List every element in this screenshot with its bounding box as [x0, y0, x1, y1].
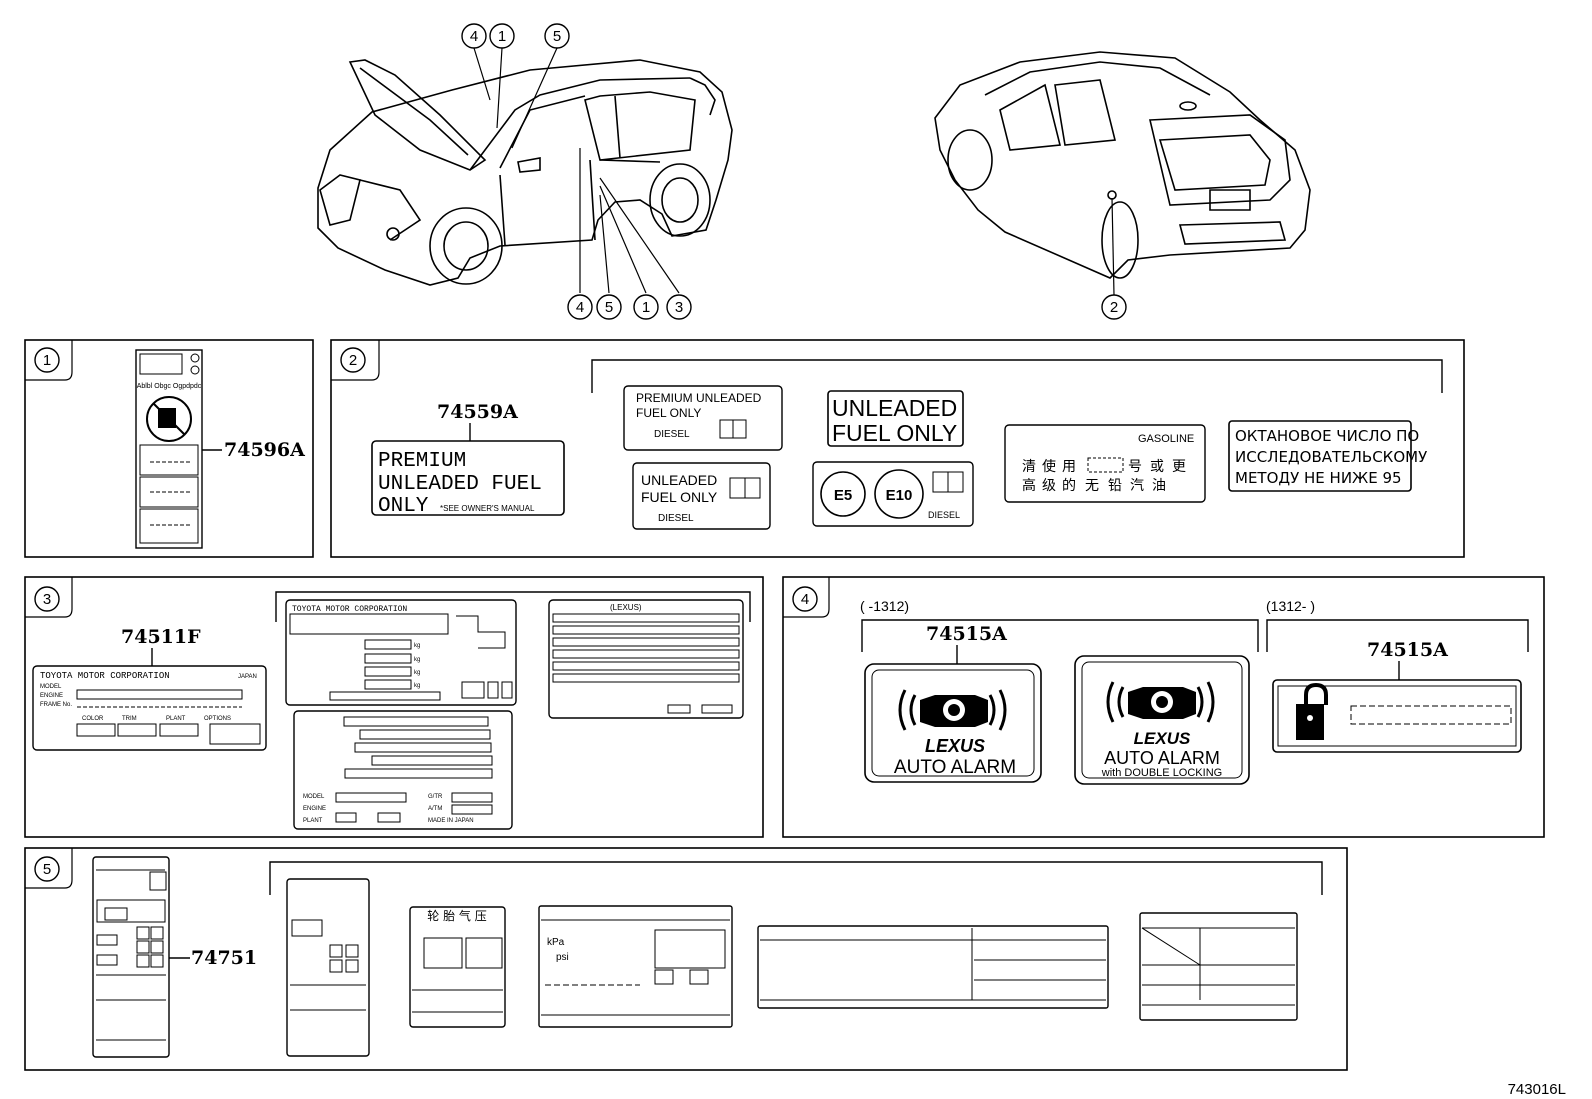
premium-label-line3: ONLY: [378, 495, 429, 518]
ru-line1: ОКТАНОВОЕ ЧИСЛО ПО: [1235, 427, 1419, 445]
plate-col: PLANT: [166, 716, 186, 722]
cn-char: 无: [1085, 478, 1099, 494]
panel-2-callout: 2: [349, 352, 357, 369]
premium-label-note: *SEE OWNER'S MANUAL: [440, 504, 535, 513]
cn-char: 用: [1062, 459, 1076, 475]
e-label-diesel: DIESEL: [928, 510, 960, 520]
cn-char: 油: [1152, 478, 1166, 494]
plate3-right: G/TR: [428, 794, 443, 800]
plate-japan: JAPAN: [238, 674, 257, 680]
premium-unleaded-line2: FUEL ONLY: [636, 406, 701, 420]
front-callout-lines: [473, 47, 680, 294]
brand-lexus-2: LEXUS: [1134, 729, 1191, 748]
plate3-row: MODEL: [303, 794, 325, 800]
unleaded-label-line1: UNLEADED: [641, 472, 717, 488]
plate-row: FRAME No.: [40, 702, 72, 708]
cn-char: 级: [1042, 478, 1056, 494]
cn-char: 的: [1062, 478, 1076, 494]
ru-line3: МЕТОДУ НЕ НИЖЕ 95: [1235, 469, 1402, 487]
kg-unit: kg: [414, 670, 420, 676]
cn-char: 高: [1022, 477, 1036, 494]
cn-char: 更: [1172, 459, 1186, 475]
premium-unleaded-diesel: DIESEL: [654, 429, 690, 440]
plate-title: TOYOTA MOTOR CORPORATION: [40, 671, 170, 681]
callout-4-bottom: 4: [576, 299, 584, 316]
tire-pressure-cn: 轮 胎 气 压: [427, 908, 486, 923]
callout-3-bottom: 3: [675, 299, 683, 316]
panel-3-callout: 3: [43, 591, 51, 608]
panel-4-callout: 4: [801, 591, 809, 608]
plate-col: OPTIONS: [204, 716, 231, 722]
panel-5-callout: 5: [43, 861, 51, 878]
psi-label: psi: [556, 952, 569, 963]
kpa-label: kPa: [547, 937, 565, 948]
big-unleaded-line2: FUEL ONLY: [832, 420, 957, 446]
panel-3: 3 74511F TOYOTA MOTOR CORPORATION JAPAN …: [24, 576, 764, 838]
unleaded-label-diesel: DIESEL: [658, 513, 694, 524]
callout-1-top: 1: [498, 28, 506, 45]
plate-col: COLOR: [82, 716, 104, 722]
cn-char: 或: [1150, 459, 1164, 475]
cn-char: 号: [1128, 459, 1142, 475]
front-vehicle-illustration: [317, 59, 733, 286]
gasoline-label: GASOLINE: [1138, 433, 1194, 445]
panel-1: 1 Ablbl Obgc Ogpdpdc 74596A: [24, 339, 314, 558]
panel-1-sheet-text: Ablbl Obgc Ogpdpdc: [137, 383, 202, 390]
brand-lexus-1: LEXUS: [925, 736, 985, 756]
panel-5: 5 74751 轮 胎 气 压: [24, 847, 1348, 1071]
range-right: (1312- ): [1266, 598, 1315, 614]
kg-unit: kg: [414, 643, 420, 649]
premium-label-line1: PREMIUM: [378, 450, 466, 473]
plate3-row: ENGINE: [303, 806, 326, 812]
cn-char: 使: [1042, 458, 1056, 475]
rear-vehicle-illustration: [934, 51, 1311, 279]
unleaded-label-line2: FUEL ONLY: [641, 489, 718, 505]
kg-unit: kg: [414, 683, 420, 689]
callout-5-bottom: 5: [605, 299, 613, 316]
e10-badge: E10: [886, 487, 913, 504]
plate4-title: (LEXUS): [610, 603, 642, 612]
callout-2-rear: [1101, 294, 1127, 320]
plate2-title: TOYOTA MOTOR CORPORATION: [292, 605, 407, 614]
panel-2: 2 74559A PREMIUM UNLEADED FUEL ONLY *SEE…: [330, 339, 1465, 558]
plate-col: TRIM: [122, 716, 137, 722]
kg-unit: kg: [414, 657, 420, 663]
ru-line2: ИССЛЕДОВАТЕЛЬСКОМУ: [1235, 448, 1427, 466]
panel-4: 4 ( -1312) (1312- ) 74515A LEXUS AUTO AL…: [782, 576, 1545, 838]
auto-alarm-2-sub: with DOUBLE LOCKING: [1101, 767, 1222, 779]
callout-5-top: 5: [553, 28, 561, 45]
callout-2-rear-label: 2: [1110, 299, 1118, 316]
auto-alarm-1: AUTO ALARM: [894, 757, 1016, 778]
callout-1-bottom: 1: [642, 299, 650, 316]
panel-1-callout: 1: [43, 352, 51, 369]
premium-unleaded-line1: PREMIUM UNLEADED: [636, 391, 762, 405]
cn-char: 汽: [1130, 478, 1144, 494]
plate3-right: A/TM: [428, 806, 442, 812]
cn-char: 清: [1022, 459, 1036, 475]
callout-4-top: 4: [470, 28, 478, 45]
part-number-74559A: 74559A: [437, 401, 518, 423]
plate3-row: PLANT: [303, 818, 323, 824]
part-number-74596A: 74596A: [224, 439, 305, 461]
plate-row: MODEL: [40, 684, 62, 690]
part-number-74515A-left: 74515A: [926, 623, 1007, 645]
e5-badge: E5: [834, 487, 852, 504]
plate3-right: MADE IN JAPAN: [428, 818, 474, 824]
part-number-74511F: 74511F: [121, 626, 201, 648]
plate-row: ENGINE: [40, 693, 63, 699]
premium-label-line2: UNLEADED FUEL: [378, 473, 542, 496]
part-number-74751: 74751: [191, 947, 257, 969]
cn-char: 铅: [1108, 478, 1122, 494]
figure-id: 743016L: [1508, 1081, 1566, 1098]
big-unleaded-line1: UNLEADED: [832, 395, 957, 421]
auto-alarm-2: AUTO ALARM: [1104, 748, 1220, 768]
range-left: ( -1312): [860, 598, 909, 614]
front-callout-circles: [461, 23, 692, 320]
part-number-74515A-right: 74515A: [1367, 639, 1448, 661]
